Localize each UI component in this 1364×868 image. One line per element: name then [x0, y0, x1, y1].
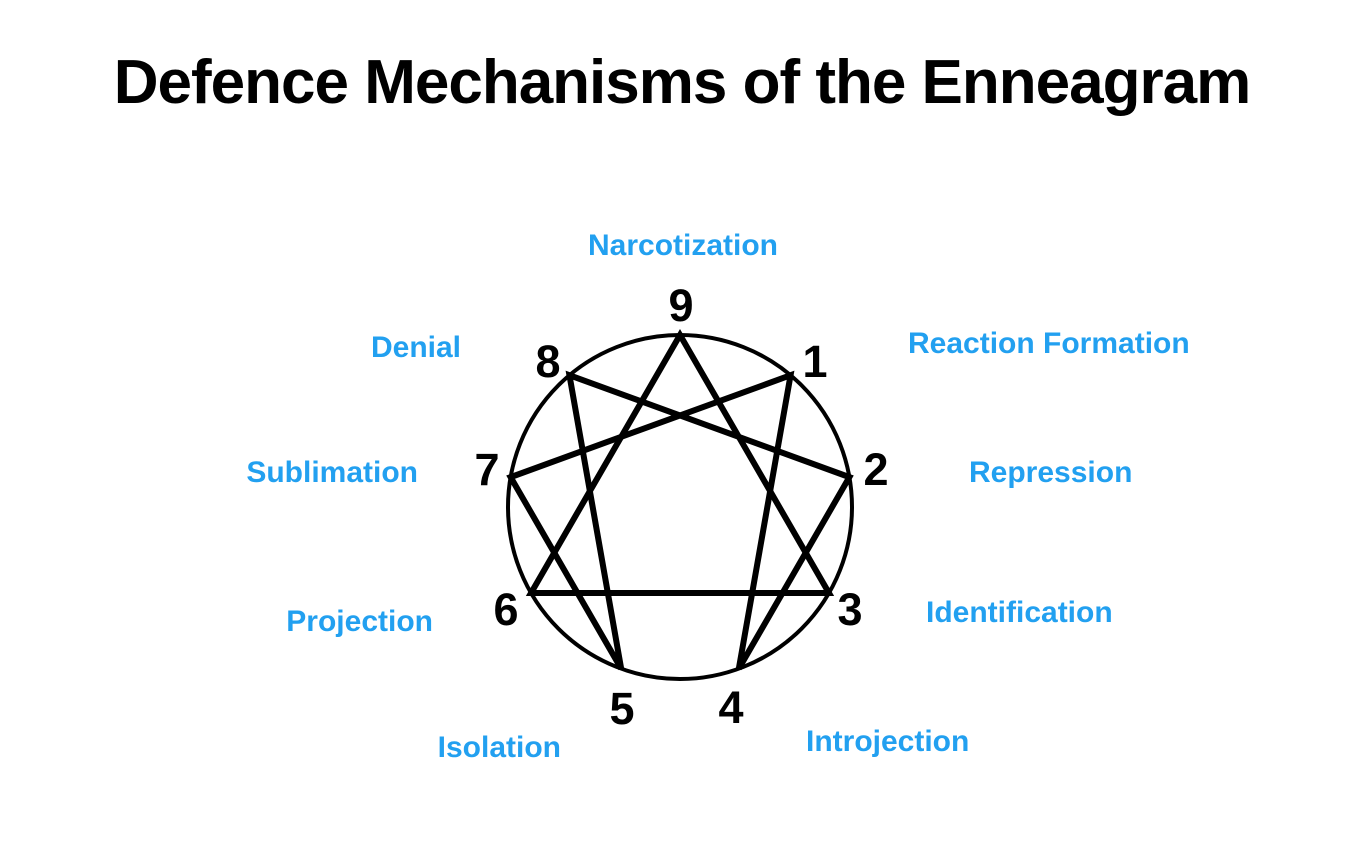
defence-mechanism-label-4: Introjection	[806, 725, 970, 758]
defence-mechanism-label-7: Sublimation	[246, 456, 418, 489]
enneagram-point-9: 9	[668, 280, 694, 331]
defence-mechanism-label-3: Identification	[926, 596, 1113, 629]
defence-mechanism-label-6: Projection	[286, 605, 433, 638]
enneagram-point-4: 4	[718, 682, 744, 733]
page-title: Defence Mechanisms of the Enneagram	[113, 48, 1251, 117]
defence-mechanism-label-5: Isolation	[437, 731, 561, 764]
enneagram-point-7: 7	[474, 444, 500, 495]
enneagram-point-5: 5	[609, 683, 635, 734]
enneagram-point-2: 2	[863, 444, 889, 495]
defence-mechanism-label-8: Denial	[370, 331, 461, 364]
enneagram-point-6: 6	[493, 584, 519, 635]
defence-mechanism-label-9: Narcotization	[587, 229, 779, 262]
enneagram-hexad	[506, 370, 854, 671]
enneagram-point-1: 1	[802, 336, 828, 387]
enneagram-point-3: 3	[837, 584, 863, 635]
defence-mechanism-label-2: Repression	[969, 456, 1133, 489]
enneagram-point-8: 8	[535, 336, 561, 387]
enneagram-inner-triangle	[525, 329, 835, 596]
defence-mechanism-label-1: Reaction Formation	[908, 327, 1190, 360]
